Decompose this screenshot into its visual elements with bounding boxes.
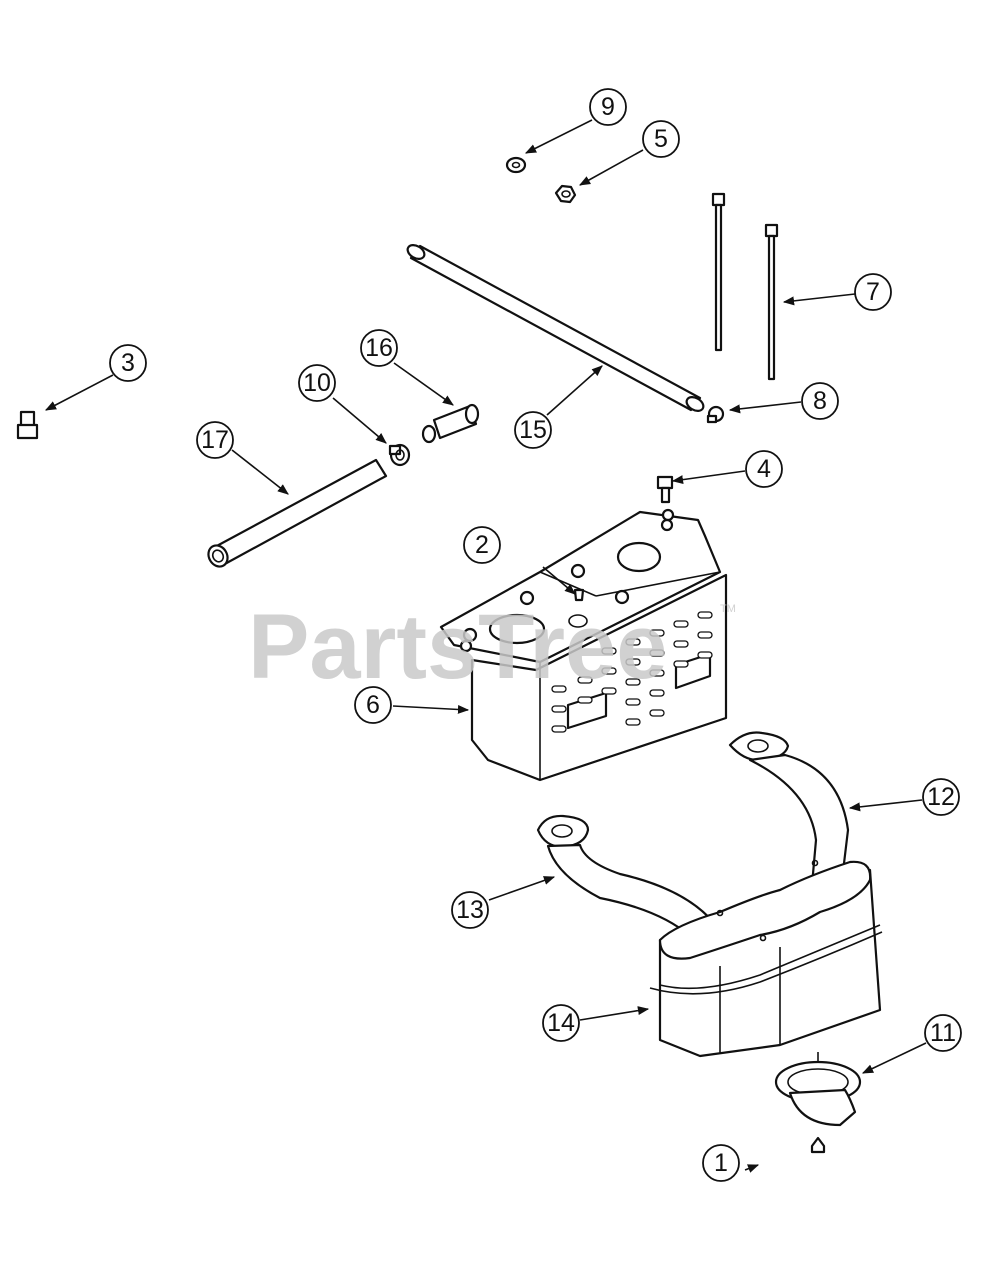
part-6-heat-shield: [439, 508, 728, 782]
callout-5[interactable]: 5: [642, 120, 680, 158]
part-5-nut: [554, 184, 577, 204]
watermark-tm: TM: [720, 603, 736, 615]
callout-16[interactable]: 16: [360, 329, 398, 367]
callout-label: 9: [601, 93, 615, 121]
callout-label: 11: [930, 1019, 956, 1047]
callout-label: 17: [201, 426, 229, 454]
part-12-exhaust-pipe: [728, 731, 850, 887]
callout-14[interactable]: 14: [542, 1004, 580, 1042]
callout-9[interactable]: 9: [589, 88, 627, 126]
part-10-hose-clamp: [388, 443, 411, 467]
callout-7[interactable]: 7: [854, 273, 892, 311]
part-9-washer: [505, 156, 527, 174]
callout-3[interactable]: 3: [109, 344, 147, 382]
callout-12[interactable]: 12: [922, 778, 960, 816]
shield-vent-slots: [551, 611, 713, 733]
callout-label: 2: [475, 531, 489, 559]
callout-10[interactable]: 10: [298, 364, 336, 402]
callout-label: 4: [757, 455, 771, 483]
callout-label: 7: [866, 278, 880, 306]
part-7-cable-ties: [711, 192, 779, 381]
callout-8[interactable]: 8: [801, 382, 839, 420]
watermark-text: PartsTree: [248, 596, 667, 698]
callout-label: 3: [121, 349, 135, 377]
part-17-hose: [207, 458, 388, 568]
callout-label: 16: [365, 334, 393, 362]
callout-label: 5: [654, 125, 668, 153]
part-11-deflector: [774, 1052, 862, 1127]
part-13-exhaust-pipe: [536, 814, 720, 938]
partstree-watermark: PartsTree TM: [248, 596, 736, 698]
callout-label: 8: [813, 387, 827, 415]
callout-label: 14: [547, 1009, 575, 1037]
part-14-muffler: [649, 859, 883, 1058]
leader-lines: [45, 119, 927, 1173]
callout-label: 13: [456, 896, 484, 924]
callout-6[interactable]: 6: [354, 686, 392, 724]
callout-2[interactable]: 2: [463, 526, 501, 564]
part-15-tube: [406, 244, 705, 412]
callout-label: 12: [927, 783, 955, 811]
callout-label: 10: [303, 369, 331, 397]
callout-11[interactable]: 11: [924, 1014, 962, 1052]
callout-4[interactable]: 4: [745, 450, 783, 488]
part-8-clamp: [706, 405, 725, 424]
callout-1[interactable]: 1: [702, 1144, 740, 1182]
callout-label: 15: [519, 416, 547, 444]
callout-15[interactable]: 15: [514, 411, 552, 449]
part-1-screw: [810, 1136, 826, 1154]
callout-label: 1: [714, 1149, 728, 1177]
callout-label: 6: [366, 691, 380, 719]
callout-13[interactable]: 13: [451, 891, 489, 929]
callout-17[interactable]: 17: [196, 421, 234, 459]
part-16-fitting: [421, 403, 480, 444]
part-3-bolt: [16, 410, 39, 440]
part-4-bolt: [656, 475, 674, 504]
